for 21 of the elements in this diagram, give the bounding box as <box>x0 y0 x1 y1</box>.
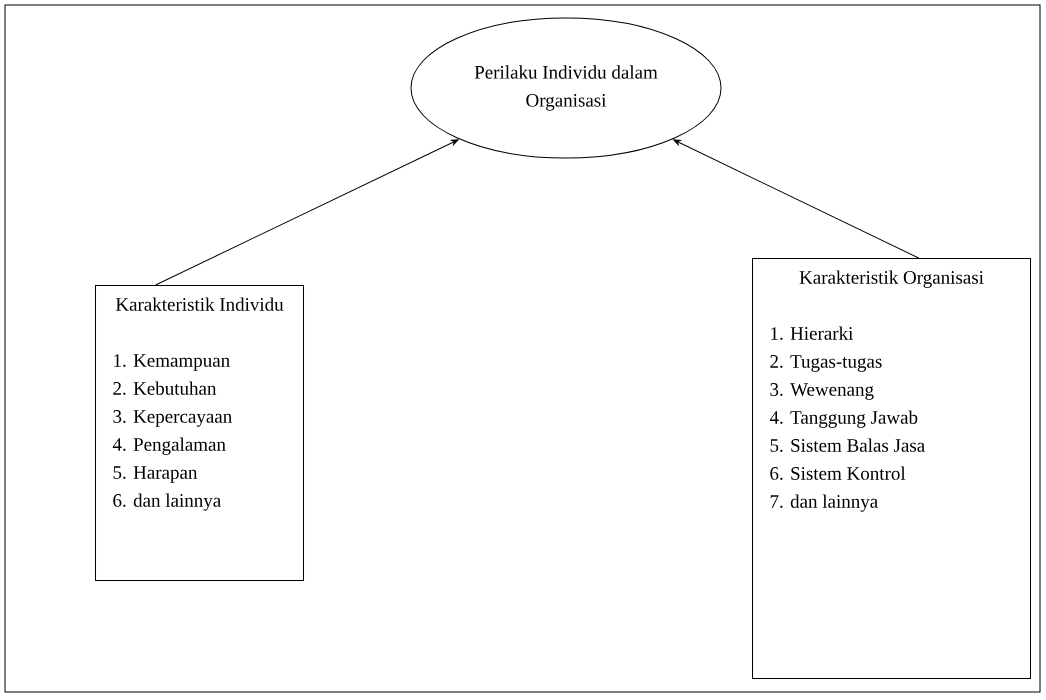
list-item: 1. Hierarki <box>771 326 853 340</box>
list-item: 2. Kebutuhan <box>113 381 217 395</box>
arrow <box>155 139 459 286</box>
text-box <box>752 258 1031 679</box>
node-label: Perilaku Individu dalam Organisasi <box>474 65 658 111</box>
list-item: 7. dan lainnya <box>770 494 878 512</box>
list-item: 1. Kemampuan <box>114 354 230 371</box>
list-item: 6. Sistem Kontrol <box>770 466 906 480</box>
list-item: 4. Tanggung Jawab <box>769 410 918 428</box>
list-item: 4. Pengalaman <box>112 437 226 455</box>
list-item: 5. Sistem Balas Jasa <box>770 438 925 452</box>
list-item: 3. Kepercayaan <box>113 410 232 427</box>
text-box <box>95 285 304 581</box>
arrow <box>673 139 920 259</box>
list-item: 5. Harapan <box>113 466 198 483</box>
list-item: 6. dan lainnya <box>113 493 221 511</box>
ellipse-node <box>410 17 722 159</box>
list-item: 3. Wewenang <box>770 383 874 400</box>
list-item: 2. Tugas-tugas <box>770 355 882 372</box>
box-heading: Karakteristik Individu <box>115 297 284 311</box>
box-heading: Karakteristik Organisasi <box>799 270 984 288</box>
